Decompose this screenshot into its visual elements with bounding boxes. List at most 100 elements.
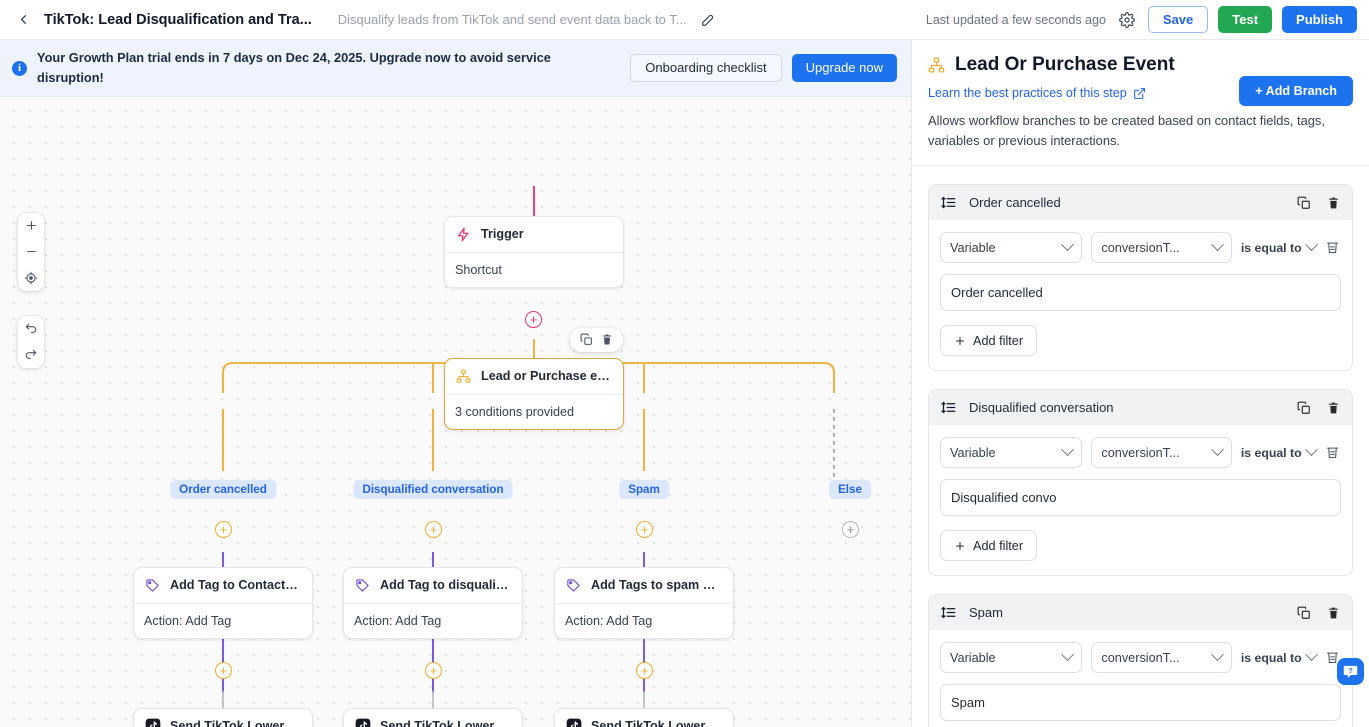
add-filter-button[interactable]: Add filter <box>940 530 1038 561</box>
branch-tag-order-cancelled[interactable]: Order cancelled <box>170 479 276 499</box>
condition-value-input[interactable]: Spam <box>940 684 1341 721</box>
upgrade-now-button[interactable]: Upgrade now <box>791 53 897 82</box>
flow-node-tiktok-cancel-order[interactable]: Send TikTok Lower Fu... Cancel an order <box>133 707 313 727</box>
tiktok-icon <box>144 718 161 727</box>
condition-field-value: conversionT... <box>1101 240 1180 255</box>
svg-text:?: ? <box>1348 667 1352 675</box>
trash-icon[interactable] <box>1325 605 1341 621</box>
minus-icon <box>26 251 36 253</box>
delete-condition-button[interactable] <box>1325 239 1341 256</box>
add-step-branch-3[interactable]: + <box>636 520 653 538</box>
branch-tag-disqualified-conversation[interactable]: Disqualified conversation <box>353 479 513 499</box>
condition-source-select[interactable]: Variable <box>940 437 1083 468</box>
node-subtitle: Action: Add Tag <box>565 613 653 628</box>
plus-icon <box>26 221 36 230</box>
help-chat-button[interactable]: ? <box>1337 658 1364 685</box>
external-link-icon <box>1133 87 1145 99</box>
tiktok-icon <box>565 718 582 727</box>
save-button[interactable]: Save <box>1147 6 1209 33</box>
main-body: i Your Growth Plan trial ends in 7 days … <box>0 40 1369 727</box>
undo-button[interactable] <box>18 316 44 342</box>
node-title: Send TikTok Lower Fu... <box>170 719 302 727</box>
condition-value-input[interactable]: Order cancelled <box>940 274 1341 311</box>
reorder-list-icon[interactable] <box>940 604 957 621</box>
chevron-down-icon <box>1061 443 1075 457</box>
condition-operator-select[interactable]: is equal to <box>1241 238 1318 255</box>
condition-field-select[interactable]: conversionT... <box>1091 437 1232 468</box>
add-step-after-trigger[interactable]: + <box>525 310 542 328</box>
trash-icon[interactable] <box>1325 195 1341 211</box>
settings-button[interactable] <box>1116 9 1138 31</box>
add-step-branch-1[interactable]: + <box>215 520 232 538</box>
test-button[interactable]: Test <box>1218 6 1273 33</box>
crosshair-target-icon <box>24 271 38 284</box>
copy-icon[interactable] <box>578 332 594 348</box>
condition-field-select[interactable]: conversionT... <box>1091 232 1232 263</box>
add-step-branch-2[interactable]: + <box>425 520 442 538</box>
copy-icon[interactable] <box>1296 400 1312 416</box>
pencil-edit-icon <box>701 14 713 26</box>
branch-card: Order cancelled <box>928 184 1353 371</box>
flow-node-lead-or-purchase-event[interactable]: Lead or Purchase event 3 conditions prov… <box>444 357 624 430</box>
condition-field-select[interactable]: conversionT... <box>1091 642 1232 673</box>
add-filter-label: Add filter <box>973 333 1024 348</box>
lightning-bolt-icon <box>455 226 472 243</box>
add-branch-button[interactable]: + Add Branch <box>1239 76 1353 106</box>
flow-node-tiktok-spam[interactable]: Send TikTok Lower Fu... Spam <box>554 707 734 727</box>
publish-button[interactable]: Publish <box>1282 6 1357 33</box>
add-filter-button[interactable]: Add filter <box>940 325 1038 356</box>
node-subtitle: 3 conditions provided <box>455 404 575 419</box>
edit-workflow-button[interactable] <box>697 9 719 31</box>
best-practices-link[interactable]: Learn the best practices of this step <box>928 86 1146 100</box>
add-step-branch-else[interactable]: + <box>842 520 859 538</box>
flow-node-add-tags-spam[interactable]: Add Tags to spam Co... Action: Add Tag <box>554 566 734 639</box>
flow-node-add-tag-contacts[interactable]: Add Tag to Contacts t... Action: Add Tag <box>133 566 313 639</box>
onboarding-checklist-button[interactable]: Onboarding checklist <box>630 53 782 82</box>
branch-hierarchy-icon <box>928 57 945 74</box>
back-button[interactable] <box>10 7 36 33</box>
tag-icon <box>144 577 161 594</box>
zoom-in-button[interactable] <box>18 213 44 239</box>
reorder-list-icon[interactable] <box>940 399 957 416</box>
chevron-left-icon <box>20 15 26 24</box>
node-header: Add Tag to disqualifie... <box>344 568 522 604</box>
node-title: Add Tag to disqualifie... <box>380 578 512 593</box>
condition-operator-select[interactable]: is equal to <box>1241 648 1318 665</box>
workflow-canvas[interactable]: Trigger Shortcut + <box>0 96 911 727</box>
copy-icon[interactable] <box>1296 605 1312 621</box>
flow-node-tiktok-disqualified[interactable]: Send TikTok Lower Fu... Disqualified con… <box>343 707 523 727</box>
node-header: Trigger <box>445 217 623 253</box>
add-step-after-tag-2[interactable]: + <box>425 661 442 679</box>
top-bar: TikTok: Lead Disqualification and Tra...… <box>0 0 1369 40</box>
trash-icon[interactable] <box>1325 400 1341 416</box>
delete-condition-button[interactable] <box>1325 444 1341 461</box>
chevron-down-icon <box>1210 648 1224 662</box>
condition-source-select[interactable]: Variable <box>940 642 1083 673</box>
recenter-button[interactable] <box>18 265 44 291</box>
add-step-after-tag-3[interactable]: + <box>636 661 653 679</box>
copy-icon[interactable] <box>1296 195 1312 211</box>
panel-header: Lead Or Purchase Event Learn the best pr… <box>912 40 1369 165</box>
branch-tag-else[interactable]: Else <box>829 479 871 499</box>
flow-node-trigger[interactable]: Trigger Shortcut <box>444 215 624 288</box>
condition-value-input[interactable]: Disqualified convo <box>940 479 1341 516</box>
info-icon: i <box>12 60 27 76</box>
trial-banner-message: Your Growth Plan trial ends in 7 days on… <box>37 50 551 85</box>
branches-list[interactable]: Order cancelled <box>912 166 1369 727</box>
gear-icon <box>1119 11 1135 28</box>
node-subtitle: Shortcut <box>455 262 502 277</box>
trash-filter-icon <box>1327 242 1339 254</box>
panel-title-row: Lead Or Purchase Event <box>928 54 1353 76</box>
reorder-list-icon[interactable] <box>940 194 957 211</box>
branch-card-header: Disqualified conversation <box>929 390 1352 425</box>
redo-button[interactable] <box>18 342 44 368</box>
branch-tag-spam[interactable]: Spam <box>619 479 669 499</box>
trash-icon[interactable] <box>599 332 615 348</box>
delete-condition-button[interactable] <box>1325 649 1341 666</box>
zoom-out-button[interactable] <box>18 239 44 265</box>
condition-source-select[interactable]: Variable <box>940 232 1083 263</box>
add-step-after-tag-1[interactable]: + <box>215 661 232 679</box>
flow-node-add-tag-disqualified[interactable]: Add Tag to disqualifie... Action: Add Ta… <box>343 566 523 639</box>
chevron-down-icon <box>1061 648 1075 662</box>
condition-operator-select[interactable]: is equal to <box>1241 443 1318 460</box>
